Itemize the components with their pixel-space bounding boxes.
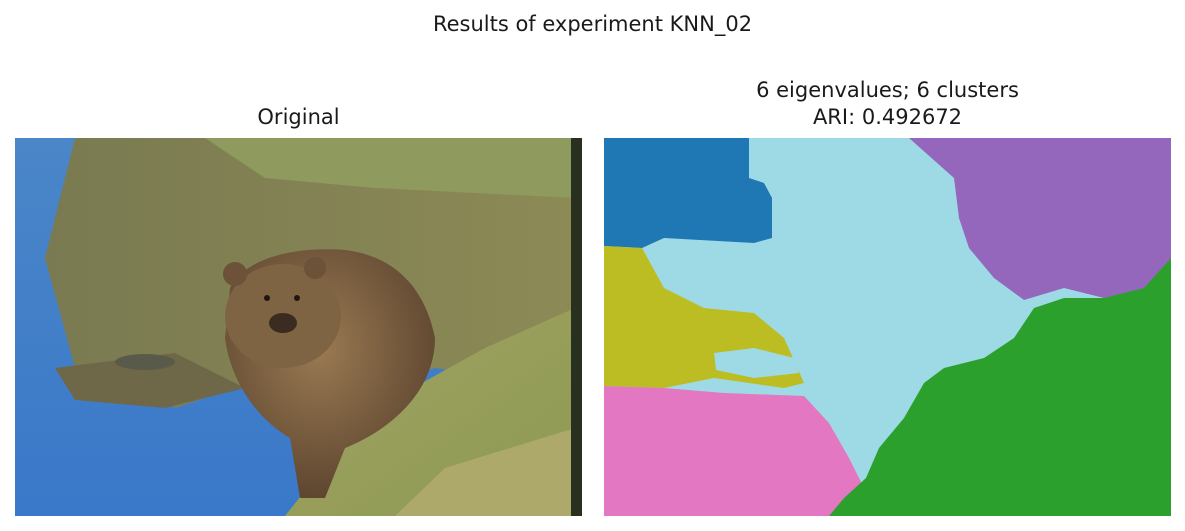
cluster-region-blue [604,138,772,248]
segmentation-panel-title: 6 eigenvalues; 6 clusters ARI: 0.492672 [604,77,1171,131]
original-photo-drawing [15,138,582,516]
original-image [15,138,582,516]
cluster-region-green [829,258,1171,516]
segmentation-title-line2: ARI: 0.492672 [812,105,963,129]
cluster-region-purple [909,138,1171,313]
figure-suptitle: Results of experiment KNN_02 [432,12,753,36]
segmentation-title-line1: 6 eigenvalues; 6 clusters [756,78,1019,102]
segmentation-map [604,138,1171,516]
cluster-region-pink [604,386,864,516]
original-panel-title: Original [257,105,340,129]
segmentation-image [604,138,1171,516]
